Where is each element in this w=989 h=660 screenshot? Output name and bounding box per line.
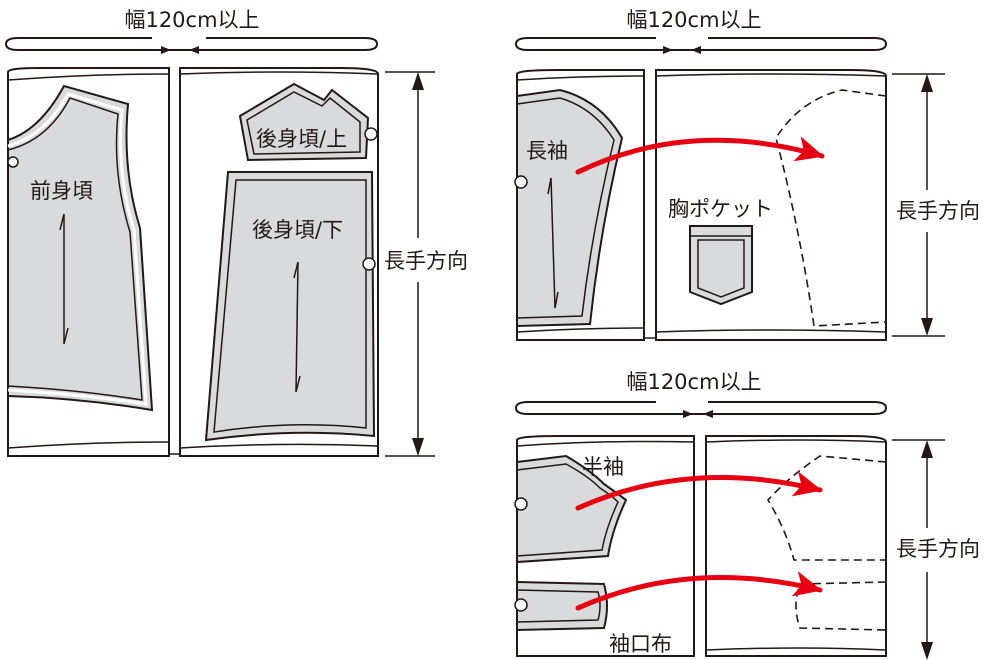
short-sleeve-mirror-outline [767, 455, 887, 561]
fabric-left-half [516, 69, 645, 341]
label-front-body: 前身頃 [30, 179, 93, 203]
red-transfer-arrow [575, 136, 825, 175]
fabric-right-half [179, 67, 379, 457]
fabric-left-half [516, 435, 695, 657]
piece-chest-pocket [689, 225, 753, 306]
piece-back-lower [204, 171, 376, 442]
width-arrow-2 [514, 37, 888, 54]
piece-front-body [7, 84, 154, 412]
length-label-2: 長手方向 [896, 199, 980, 223]
width-arrow-1 [4, 37, 379, 54]
width-arrow-3 [514, 401, 888, 418]
length-dimension-1 [385, 71, 435, 457]
fabric-right-half [705, 435, 887, 657]
layout-1: 幅120cm以上 前身頃 [4, 8, 468, 457]
width-label: 幅120cm以上 [626, 370, 761, 394]
sleeve-mirror-outline [775, 89, 887, 327]
red-transfer-arrow-lower [575, 571, 823, 611]
length-label-3: 長手方向 [896, 537, 980, 561]
label-chest-pocket: 胸ポケット [668, 197, 773, 221]
label-back-lower: 後身頃/下 [252, 218, 343, 242]
piece-long-sleeve [514, 88, 624, 328]
label-cuff-band: 袖口布 [609, 632, 672, 656]
length-dimension-3 [892, 439, 945, 660]
fabric-right-half [655, 69, 887, 341]
label-long-sleeve: 長袖 [526, 139, 568, 163]
label-back-upper: 後身頃/上 [256, 127, 347, 151]
red-transfer-arrow-upper [575, 471, 823, 511]
length-label-1: 長手方向 [384, 249, 468, 273]
fabric-left-half [6, 67, 170, 457]
layout-3: 幅120cm以上 半袖 袖口布 [514, 370, 980, 660]
width-label: 幅120cm以上 [626, 8, 761, 32]
cuff-mirror-outline [795, 581, 887, 631]
piece-back-upper [238, 82, 378, 162]
length-dimension-2 [892, 73, 945, 337]
width-label: 幅120cm以上 [124, 8, 259, 32]
layout-2: 幅120cm以上 長袖 [514, 8, 980, 341]
piece-cuff-band [514, 580, 608, 632]
label-short-sleeve: 半袖 [582, 455, 624, 479]
